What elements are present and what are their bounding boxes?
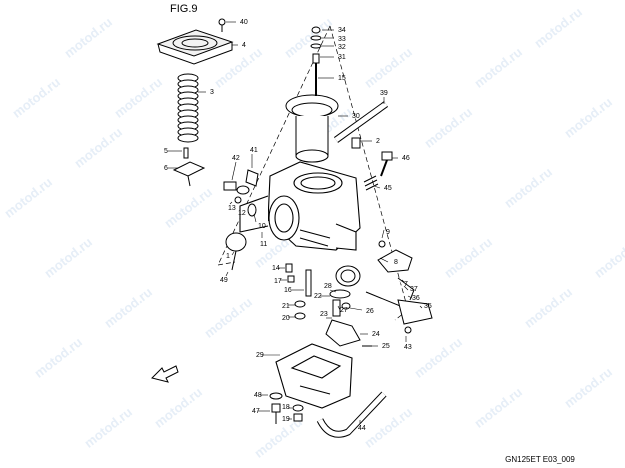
callout-label-46: 46 xyxy=(402,155,410,162)
callout-label-45: 45 xyxy=(384,185,392,192)
callout-label-47: 47 xyxy=(252,408,260,415)
callout-label-30: 30 xyxy=(352,113,360,120)
callout-label-31: 31 xyxy=(338,54,346,61)
callout-label-2: 2 xyxy=(376,138,380,145)
front-direction-arrow-icon xyxy=(151,365,179,383)
callout-label-4: 4 xyxy=(242,42,246,49)
callout-label-14: 14 xyxy=(272,265,280,272)
callout-label-36: 36 xyxy=(412,295,420,302)
callout-leader-36 xyxy=(407,295,413,299)
callout-label-3: 3 xyxy=(210,89,214,96)
callout-label-11: 11 xyxy=(260,241,267,248)
part-shaft xyxy=(365,291,433,334)
part-carburetor-body xyxy=(239,161,361,251)
part-choke-plate xyxy=(225,232,247,271)
callout-leader-35 xyxy=(419,305,423,309)
assembly-boundary xyxy=(217,25,409,321)
callout-label-19: 19 xyxy=(282,416,290,423)
callout-label-27: 27 xyxy=(340,307,348,314)
callout-label-8: 8 xyxy=(394,259,398,266)
callout-leader-49 xyxy=(225,271,229,277)
callout-label-17: 17 xyxy=(274,278,282,285)
callout-layer: 4043563433323115393024645424113121011987… xyxy=(164,19,432,432)
part-throttle-lever xyxy=(377,240,415,301)
callout-label-1: 1 xyxy=(226,253,230,260)
part-fittings-left xyxy=(223,169,259,217)
callout-label-12: 12 xyxy=(238,210,246,217)
callout-leader-13 xyxy=(229,201,233,205)
part-drain xyxy=(269,392,304,424)
callout-leader-9 xyxy=(381,229,385,239)
callout-label-10: 10 xyxy=(258,223,266,230)
callout-label-43: 43 xyxy=(404,344,412,351)
callout-label-29: 29 xyxy=(256,352,264,359)
callout-label-25: 25 xyxy=(382,343,390,350)
callout-label-23: 23 xyxy=(320,311,328,318)
callout-label-7: 7 xyxy=(404,281,408,288)
callout-label-32: 32 xyxy=(338,44,346,51)
part-spring xyxy=(177,73,199,143)
callout-label-20: 20 xyxy=(282,315,290,322)
part-connector-2 xyxy=(351,137,361,149)
part-float-valve xyxy=(329,289,351,317)
figure-title: FIG.9 xyxy=(170,3,198,15)
part-needle xyxy=(172,147,206,187)
callout-label-24: 24 xyxy=(372,331,380,338)
callout-label-39: 39 xyxy=(380,90,388,97)
callout-label-6: 6 xyxy=(164,165,168,172)
part-screw-40 xyxy=(218,18,226,32)
callout-label-22: 22 xyxy=(314,293,322,300)
callout-label-15: 15 xyxy=(338,75,346,82)
callout-label-18: 18 xyxy=(282,404,290,411)
part-spring-45 xyxy=(363,175,379,191)
part-jets xyxy=(285,263,312,320)
callout-label-21: 21 xyxy=(282,303,290,310)
callout-label-9: 9 xyxy=(386,229,390,236)
callout-label-49: 49 xyxy=(220,277,228,284)
part-float xyxy=(325,265,372,347)
spring-coil xyxy=(177,133,199,143)
callout-label-13: 13 xyxy=(228,205,236,212)
callout-label-28: 28 xyxy=(324,283,332,290)
callout-label-26: 26 xyxy=(366,308,374,315)
callout-label-34: 34 xyxy=(338,27,346,34)
callout-leader-27 xyxy=(337,305,341,311)
callout-label-5: 5 xyxy=(164,148,168,155)
callout-label-44: 44 xyxy=(358,425,366,432)
callout-leader-45 xyxy=(373,185,381,189)
callout-label-41: 41 xyxy=(250,147,258,154)
callout-leader-28 xyxy=(329,289,337,293)
callout-label-40: 40 xyxy=(240,19,248,26)
part-top-cap xyxy=(156,29,234,65)
callout-leader-1 xyxy=(231,251,235,256)
callout-leader-26 xyxy=(349,307,363,311)
callout-label-35: 35 xyxy=(424,303,432,310)
callout-label-16: 16 xyxy=(284,287,292,294)
callout-label-48: 48 xyxy=(254,392,262,399)
callout-leader-7 xyxy=(401,279,405,283)
callout-label-37: 37 xyxy=(410,286,418,293)
callout-leader-8 xyxy=(379,257,389,263)
callout-leader-42 xyxy=(231,161,237,181)
callout-label-33: 33 xyxy=(338,36,346,43)
part-screw-46 xyxy=(380,151,393,177)
part-jet-needle xyxy=(310,26,322,96)
part-diaphragm xyxy=(285,94,339,163)
callout-leader-37 xyxy=(403,285,409,291)
callout-leader-10 xyxy=(253,213,257,223)
callout-label-42: 42 xyxy=(232,155,240,162)
figure-code: GN125ET E03_009 xyxy=(505,455,575,464)
part-float-bowl xyxy=(275,343,353,409)
